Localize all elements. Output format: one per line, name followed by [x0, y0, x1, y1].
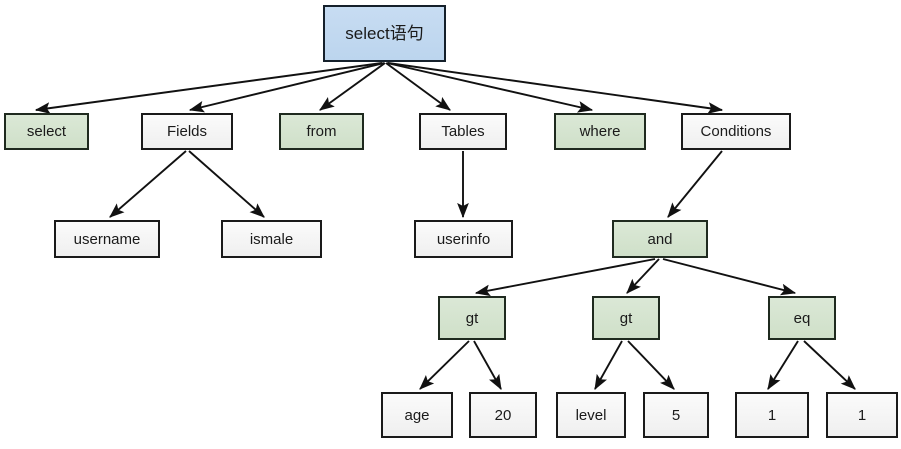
node-username[interactable]: username: [54, 220, 160, 258]
node-root[interactable]: select语句: [323, 5, 446, 62]
edge-eq-to-one_left: [767, 340, 799, 390]
edge-gt2-to-level: [594, 340, 623, 390]
node-where[interactable]: where: [554, 113, 646, 150]
node-label: gt: [465, 309, 479, 327]
node-tables[interactable]: Tables: [419, 113, 507, 150]
node-label: 1: [857, 406, 867, 424]
node-label: where: [579, 123, 621, 140]
node-label: Conditions: [700, 123, 772, 140]
node-label: select: [26, 123, 67, 140]
edge-and-to-gt2: [626, 258, 660, 294]
edge-conditions-to-and: [667, 150, 723, 218]
edge-root-to-from: [319, 62, 386, 111]
node-label: level: [575, 406, 607, 424]
node-label: Tables: [441, 123, 485, 140]
node-label: age: [404, 406, 430, 424]
node-label: 20: [494, 406, 512, 424]
node-eq[interactable]: eq: [768, 296, 836, 340]
node-conditions[interactable]: Conditions: [681, 113, 791, 150]
edge-gt1-to-twenty: [473, 340, 502, 390]
edge-fields-to-username: [109, 150, 187, 218]
edge-root-to-where: [386, 62, 594, 113]
edge-root-to-tables: [385, 62, 451, 111]
edge-gt1-to-age: [419, 340, 470, 390]
node-label: username: [73, 230, 141, 248]
node-label: eq: [793, 309, 811, 327]
node-userinfo[interactable]: userinfo: [414, 220, 513, 258]
node-from[interactable]: from: [279, 113, 364, 150]
edge-eq-to-one_right: [803, 340, 856, 390]
edge-root-to-conditions: [387, 62, 724, 114]
node-label: ismale: [249, 230, 294, 248]
node-label: 1: [767, 406, 777, 424]
edge-root-to-select: [34, 62, 383, 114]
node-age[interactable]: age: [381, 392, 453, 438]
node-and[interactable]: and: [612, 220, 708, 258]
node-label: and: [647, 230, 673, 248]
node-label: select语句: [345, 24, 424, 43]
node-twenty[interactable]: 20: [469, 392, 537, 438]
node-fields[interactable]: Fields: [141, 113, 233, 150]
node-one_right[interactable]: 1: [826, 392, 898, 438]
node-gt2[interactable]: gt: [592, 296, 660, 340]
node-level[interactable]: level: [556, 392, 626, 438]
node-label: Fields: [166, 123, 207, 140]
edge-fields-to-ismale: [188, 150, 265, 218]
node-label: userinfo: [436, 230, 491, 248]
node-label: gt: [619, 309, 633, 327]
edge-and-to-gt1: [474, 258, 656, 297]
node-gt1[interactable]: gt: [438, 296, 506, 340]
node-ismale[interactable]: ismale: [221, 220, 322, 258]
node-one_left[interactable]: 1: [735, 392, 809, 438]
node-five[interactable]: 5: [643, 392, 709, 438]
edge-and-to-eq: [662, 258, 797, 296]
node-label: from: [306, 123, 337, 140]
node-select[interactable]: select: [4, 113, 89, 150]
edge-root-to-fields: [188, 62, 385, 113]
edge-gt2-to-five: [627, 340, 675, 390]
node-label: 5: [671, 406, 681, 424]
